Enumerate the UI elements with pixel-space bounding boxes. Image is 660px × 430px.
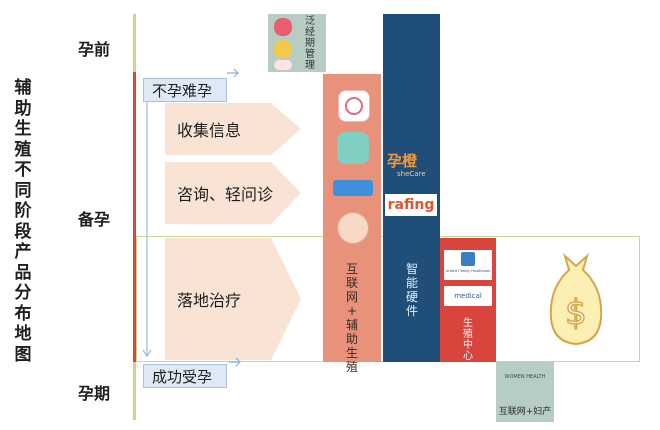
step-collect-info: 收集信息 — [165, 103, 301, 155]
app-icon — [274, 18, 292, 36]
title-char: 生 — [14, 119, 32, 139]
internet-women-label: 互联网+妇产 — [498, 407, 552, 417]
title-char: 品 — [14, 262, 32, 283]
flow-down-arrow — [142, 102, 152, 358]
title-char: 辅 — [14, 78, 32, 98]
chevron-right-icon — [229, 357, 241, 367]
title-char: 图 — [14, 344, 32, 365]
brand-yuncheng: 孕橙 — [387, 152, 418, 170]
title-char: 产 — [14, 242, 32, 262]
flow-start-box: 不孕难孕 — [143, 78, 227, 102]
title-char: 布 — [14, 303, 32, 324]
title-char: 殖 — [14, 139, 32, 160]
app-icon — [338, 90, 370, 122]
step-treatment: 落地治疗 — [165, 238, 301, 360]
title-char: 段 — [14, 221, 32, 242]
internet-assist-label: 互 联 网 + 辅 助 生 殖 — [345, 262, 358, 374]
center-label: 生 殖 中 心 — [463, 318, 473, 362]
column-reproduction-center: United Family Healthcare medical 生 殖 中 心 — [440, 238, 496, 362]
chevron-right-icon — [227, 68, 239, 78]
brand-yuncheng-sub: sheCare — [397, 170, 426, 178]
column-period-apps: 泛 经 期 管 理 — [268, 14, 326, 72]
period-label: 泛 经 期 管 理 — [305, 16, 315, 71]
title-char: 阶 — [14, 201, 32, 221]
money-bag-icon: $ — [549, 252, 603, 346]
svg-text:$: $ — [565, 293, 587, 333]
column-internet-assist: 互 联 网 + 辅 助 生 殖 — [323, 74, 381, 374]
logo-united-family: United Family Healthcare — [444, 250, 492, 280]
smart-hardware-label: 智 能 硬 件 — [405, 262, 418, 318]
flow-end-box: 成功受孕 — [143, 364, 227, 388]
column-smart-hardware: 孕橙 sheCare rafing 智 能 硬 件 — [383, 14, 440, 362]
logo-medical: medical — [444, 286, 492, 306]
app-icon — [337, 132, 369, 164]
app-icon — [333, 180, 373, 196]
stage-preparation: 备孕 — [78, 210, 111, 229]
step-consult: 咨询、轻问诊 — [165, 162, 301, 224]
diagram-title: 辅 助 生 殖 不 同 阶 段 产 品 分 布 地 图 — [6, 78, 40, 365]
fertility-segment-line — [133, 72, 136, 362]
stage-pregnancy: 孕期 — [78, 384, 111, 403]
logo-women-health: WOMEN HEALTH — [504, 374, 546, 380]
title-char: 助 — [14, 98, 32, 119]
title-char: 不 — [14, 160, 32, 180]
stage-pre-pregnancy: 孕前 — [78, 40, 111, 59]
app-icon — [274, 60, 292, 70]
title-char: 地 — [14, 324, 32, 344]
title-char: 同 — [14, 180, 32, 201]
brand-rafing: rafing — [385, 194, 437, 216]
title-char: 分 — [14, 283, 32, 303]
column-internet-women: WOMEN HEALTH 互联网+妇产 — [496, 362, 554, 422]
baby-face-icon — [337, 212, 369, 244]
app-icon — [274, 40, 292, 58]
